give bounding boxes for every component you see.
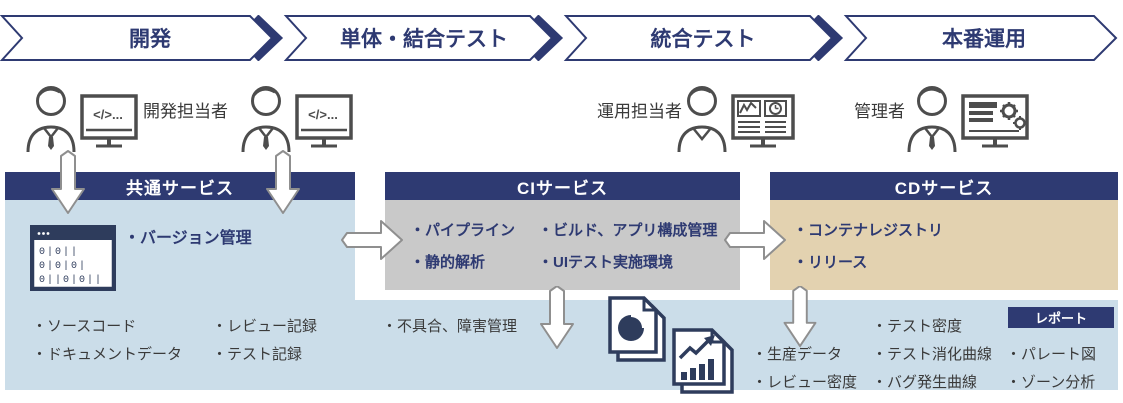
phase-label-production: 本番運用 [942, 28, 1026, 51]
code-monitor-text: </>... [308, 107, 338, 122]
operator-label: 運用担当者 [597, 102, 682, 121]
cd-service-header: CDサービス [770, 172, 1118, 200]
artifact-test-burndown-curve: ・テスト消化曲線 [872, 346, 993, 363]
binary-line: 0|0|| [39, 246, 79, 258]
artifact-source-code: ・ソースコード [32, 318, 137, 335]
artifact-test-record: ・テスト記録 [212, 346, 303, 363]
trend-chart-document-icon [672, 328, 734, 394]
right-arrow-icon [341, 220, 403, 260]
report-badge: レポート [1008, 307, 1114, 328]
artifact-zone-analysis: ・ゾーン分析 [1006, 374, 1096, 391]
ci-service-title: CIサービス [517, 178, 608, 198]
artifact-review-record: ・レビュー記録 [212, 318, 318, 335]
artifacts-bottom-band [355, 300, 1118, 390]
ci-service-header: CIサービス [385, 172, 740, 200]
code-monitor-icon: </>... [295, 94, 353, 148]
artifact-defect-management: ・不具合、障害管理 [382, 318, 518, 335]
cd-service-title: CDサービス [894, 178, 994, 198]
code-monitor-text: </>... [93, 107, 123, 122]
artifact-document-data: ・ドキュメントデータ [32, 346, 183, 363]
down-arrow-icon [540, 286, 574, 349]
artifact-pareto-chart: ・パレート図 [1006, 346, 1097, 363]
right-arrow-icon [724, 220, 786, 260]
binary-line: 0||0|0|| [39, 274, 103, 286]
binary-line: 0|0|0| [39, 260, 87, 272]
ci-item-build-config: ・ビルド、アプリ構成管理 [538, 222, 718, 239]
down-arrow-icon [783, 286, 817, 348]
chart-clock-monitor-icon [731, 94, 795, 148]
developer-person-icon [26, 86, 76, 152]
down-arrow-icon [266, 150, 300, 214]
artifact-production-data: ・生産データ [752, 346, 843, 363]
developer-person-icon [241, 86, 291, 152]
ci-service-panel [385, 200, 740, 290]
common-service-item-version-control: ・バージョン管理 [124, 230, 252, 247]
report-gear-monitor-icon [961, 94, 1029, 148]
cd-item-container-registry: ・コンテナレジストリ [793, 222, 944, 239]
ci-item-ui-test-env: ・UIテスト実施環境 [538, 254, 674, 271]
admin-person-icon [907, 86, 957, 152]
code-monitor-icon: </>... [80, 94, 138, 148]
version-control-window-icon: 0|0|| 0|0|0| 0||0|0|| [30, 225, 116, 291]
phase-banner-production: 本番運用 [843, 15, 1118, 61]
phase-banner-integration-test: 統合テスト [563, 15, 834, 61]
artifact-test-density: ・テスト密度 [872, 318, 963, 335]
pie-chart-document-icon [608, 296, 666, 362]
developer-label: 開発担当者 [143, 102, 228, 121]
cd-item-release: ・リリース [793, 254, 868, 271]
phase-banner-row: 開発 単体・結合テスト 統合テスト 本番運用 [0, 15, 1118, 61]
admin-label: 管理者 [854, 102, 905, 121]
down-arrow-icon [51, 150, 85, 214]
chevron-separator-icon [533, 15, 564, 61]
operator-person-icon [677, 86, 727, 152]
common-service-title: 共通サービス [126, 178, 234, 198]
chevron-separator-icon [253, 15, 284, 61]
phase-banner-development: 開発 [0, 15, 274, 61]
phase-label-development: 開発 [129, 28, 172, 51]
ci-item-pipeline: ・パイプライン [410, 222, 516, 239]
artifact-review-density: ・レビュー密度 [752, 374, 858, 391]
gear-icon [1000, 102, 1018, 120]
phase-banner-unit-test: 単体・結合テスト [283, 15, 554, 61]
gear-icon [1013, 116, 1027, 130]
phase-label-unit-test: 単体・結合テスト [340, 27, 508, 51]
phase-label-integration-test: 統合テスト [651, 27, 756, 51]
artifact-bug-curve: ・バグ発生曲線 [872, 374, 978, 391]
cd-service-panel [770, 200, 1118, 290]
chevron-separator-icon [813, 15, 844, 61]
ci-item-static-analysis: ・静的解析 [410, 254, 486, 271]
